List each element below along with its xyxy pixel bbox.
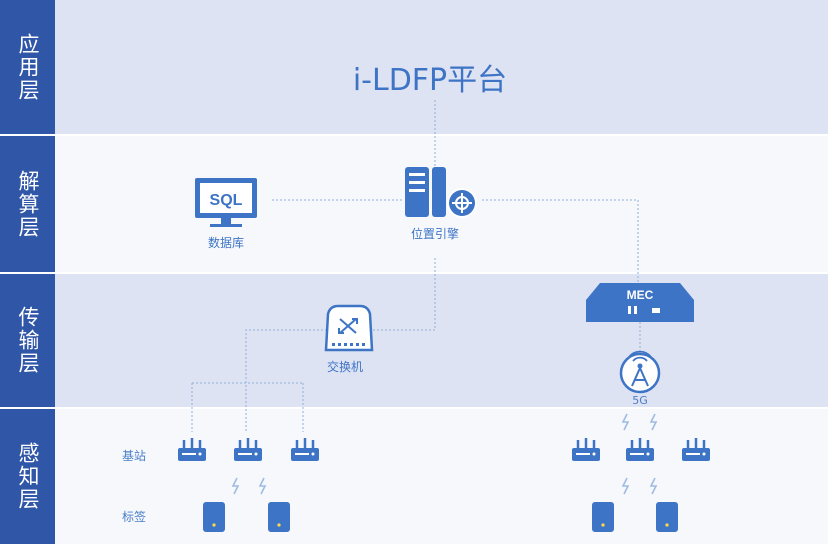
switch-icon <box>324 304 374 352</box>
perception-layer-band <box>55 409 828 544</box>
transmission-layer-band <box>55 274 828 407</box>
layer-label-perception: 感知层 <box>0 409 55 544</box>
platform-title: i-LDFP平台 <box>352 63 508 98</box>
engine-switch-link <box>372 258 436 331</box>
row-label-base-station: 基站 <box>122 449 147 463</box>
database-icon-text: SQL <box>210 192 243 209</box>
base-station-icon <box>572 438 600 461</box>
database-label: 数据库 <box>207 236 244 250</box>
base-station-icon <box>178 438 206 461</box>
wireless-signal-icons <box>231 413 658 495</box>
base-station-icon <box>682 438 710 461</box>
engine-mec-link <box>482 199 639 283</box>
fiveg-label: 5G <box>632 394 648 407</box>
database-monitor-icon <box>195 178 257 227</box>
connection-lines <box>191 100 641 432</box>
mec-device-icon <box>586 283 694 322</box>
tag-icon <box>656 502 678 532</box>
antenna-5g-icon <box>619 350 661 394</box>
switch-bs-link <box>245 329 327 432</box>
switch-label: 交换机 <box>326 360 363 374</box>
application-layer-band <box>55 0 828 134</box>
tag-icon <box>203 502 225 532</box>
layer-label-parsing: 解算层 <box>0 136 55 272</box>
engine-server-icon <box>405 167 477 218</box>
mec-text: MEC <box>627 288 654 302</box>
tag-icon <box>592 502 614 532</box>
base-station-icon <box>234 438 262 461</box>
base-station-icon <box>626 438 654 461</box>
layer-label-application: 应用层 <box>0 0 55 134</box>
layer-label-transmission: 传输层 <box>0 274 55 407</box>
engine-label: 位置引擎 <box>410 227 459 241</box>
base-station-icon <box>291 438 319 461</box>
tag-icon <box>268 502 290 532</box>
row-label-tag: 标签 <box>122 510 147 524</box>
